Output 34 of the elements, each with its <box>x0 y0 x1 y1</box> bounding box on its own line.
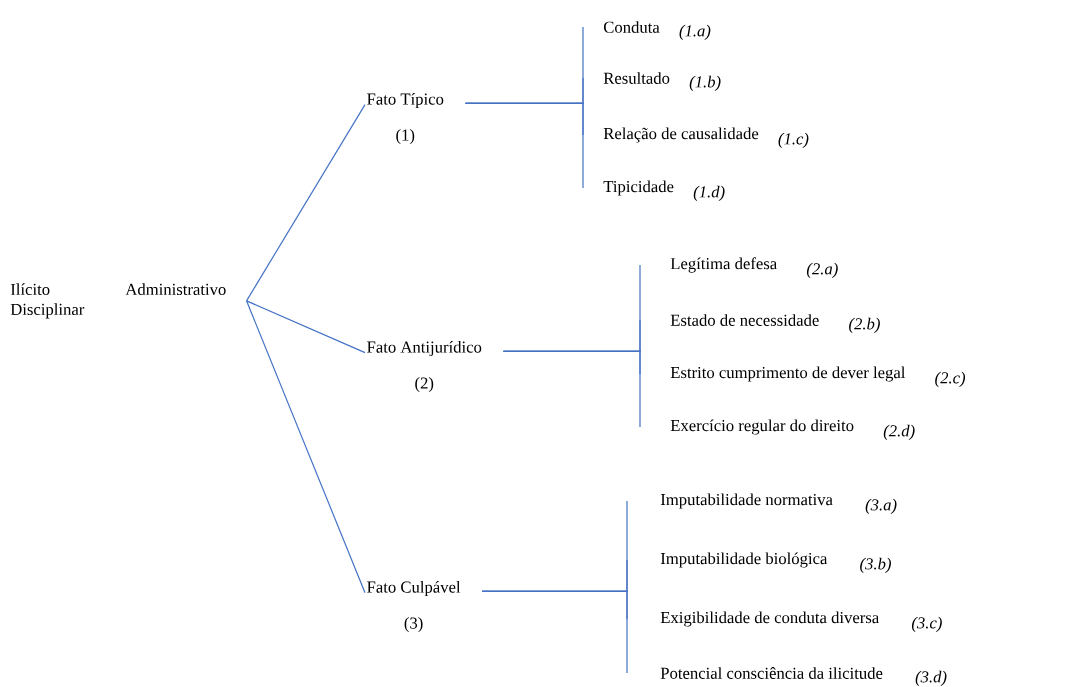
connector-line <box>245 300 366 594</box>
reference-number: (1.a) <box>679 24 711 40</box>
element-label: Legítima defesa <box>670 257 777 273</box>
reference-number: (3.c) <box>911 616 942 632</box>
element-label: Relação de causalidade <box>603 127 759 143</box>
category-label: Fato Antijurídico (2) <box>367 340 482 393</box>
element-label: Estado de necessidade <box>670 314 819 326</box>
connector-line <box>464 102 584 189</box>
reference-number: (1.d) <box>693 185 725 201</box>
reference-number: (1.b) <box>689 75 721 91</box>
reference-number: (2.c) <box>935 371 966 387</box>
reference-number: (3.b) <box>860 557 891 573</box>
connector-line <box>245 300 366 354</box>
category-label: Fato Típico (1) <box>367 92 444 145</box>
reference-number: (3.a) <box>865 498 897 514</box>
element-label: Conduta <box>603 21 660 33</box>
element-label: Exigibilidade de conduta diversa <box>660 611 879 627</box>
element-label: Imputabilidade normativa <box>660 493 833 509</box>
element-label: Tipicidade <box>603 180 674 196</box>
reference-number: (2.b) <box>849 317 880 333</box>
reference-number: (2.a) <box>806 262 838 278</box>
connector-line <box>245 104 366 302</box>
reference-number: (1.c) <box>778 132 809 148</box>
element-label: Exercício regular do direito <box>670 419 854 435</box>
connector-line <box>502 350 641 428</box>
element-label: Resultado <box>603 72 670 84</box>
reference-number: (3.d) <box>915 670 947 686</box>
reference-number: (2.d) <box>883 424 915 440</box>
term-label: Ilícito Administrativo Disciplinar <box>10 283 226 319</box>
category-label: Fato Culpável (3) <box>367 580 461 633</box>
element-label: Imputabilidade biológica <box>660 552 828 568</box>
connector-line <box>481 590 628 674</box>
element-label: Potencial consciência da ilicitude <box>660 667 883 679</box>
element-label: Estrito cumprimento de dever legal <box>670 366 906 382</box>
